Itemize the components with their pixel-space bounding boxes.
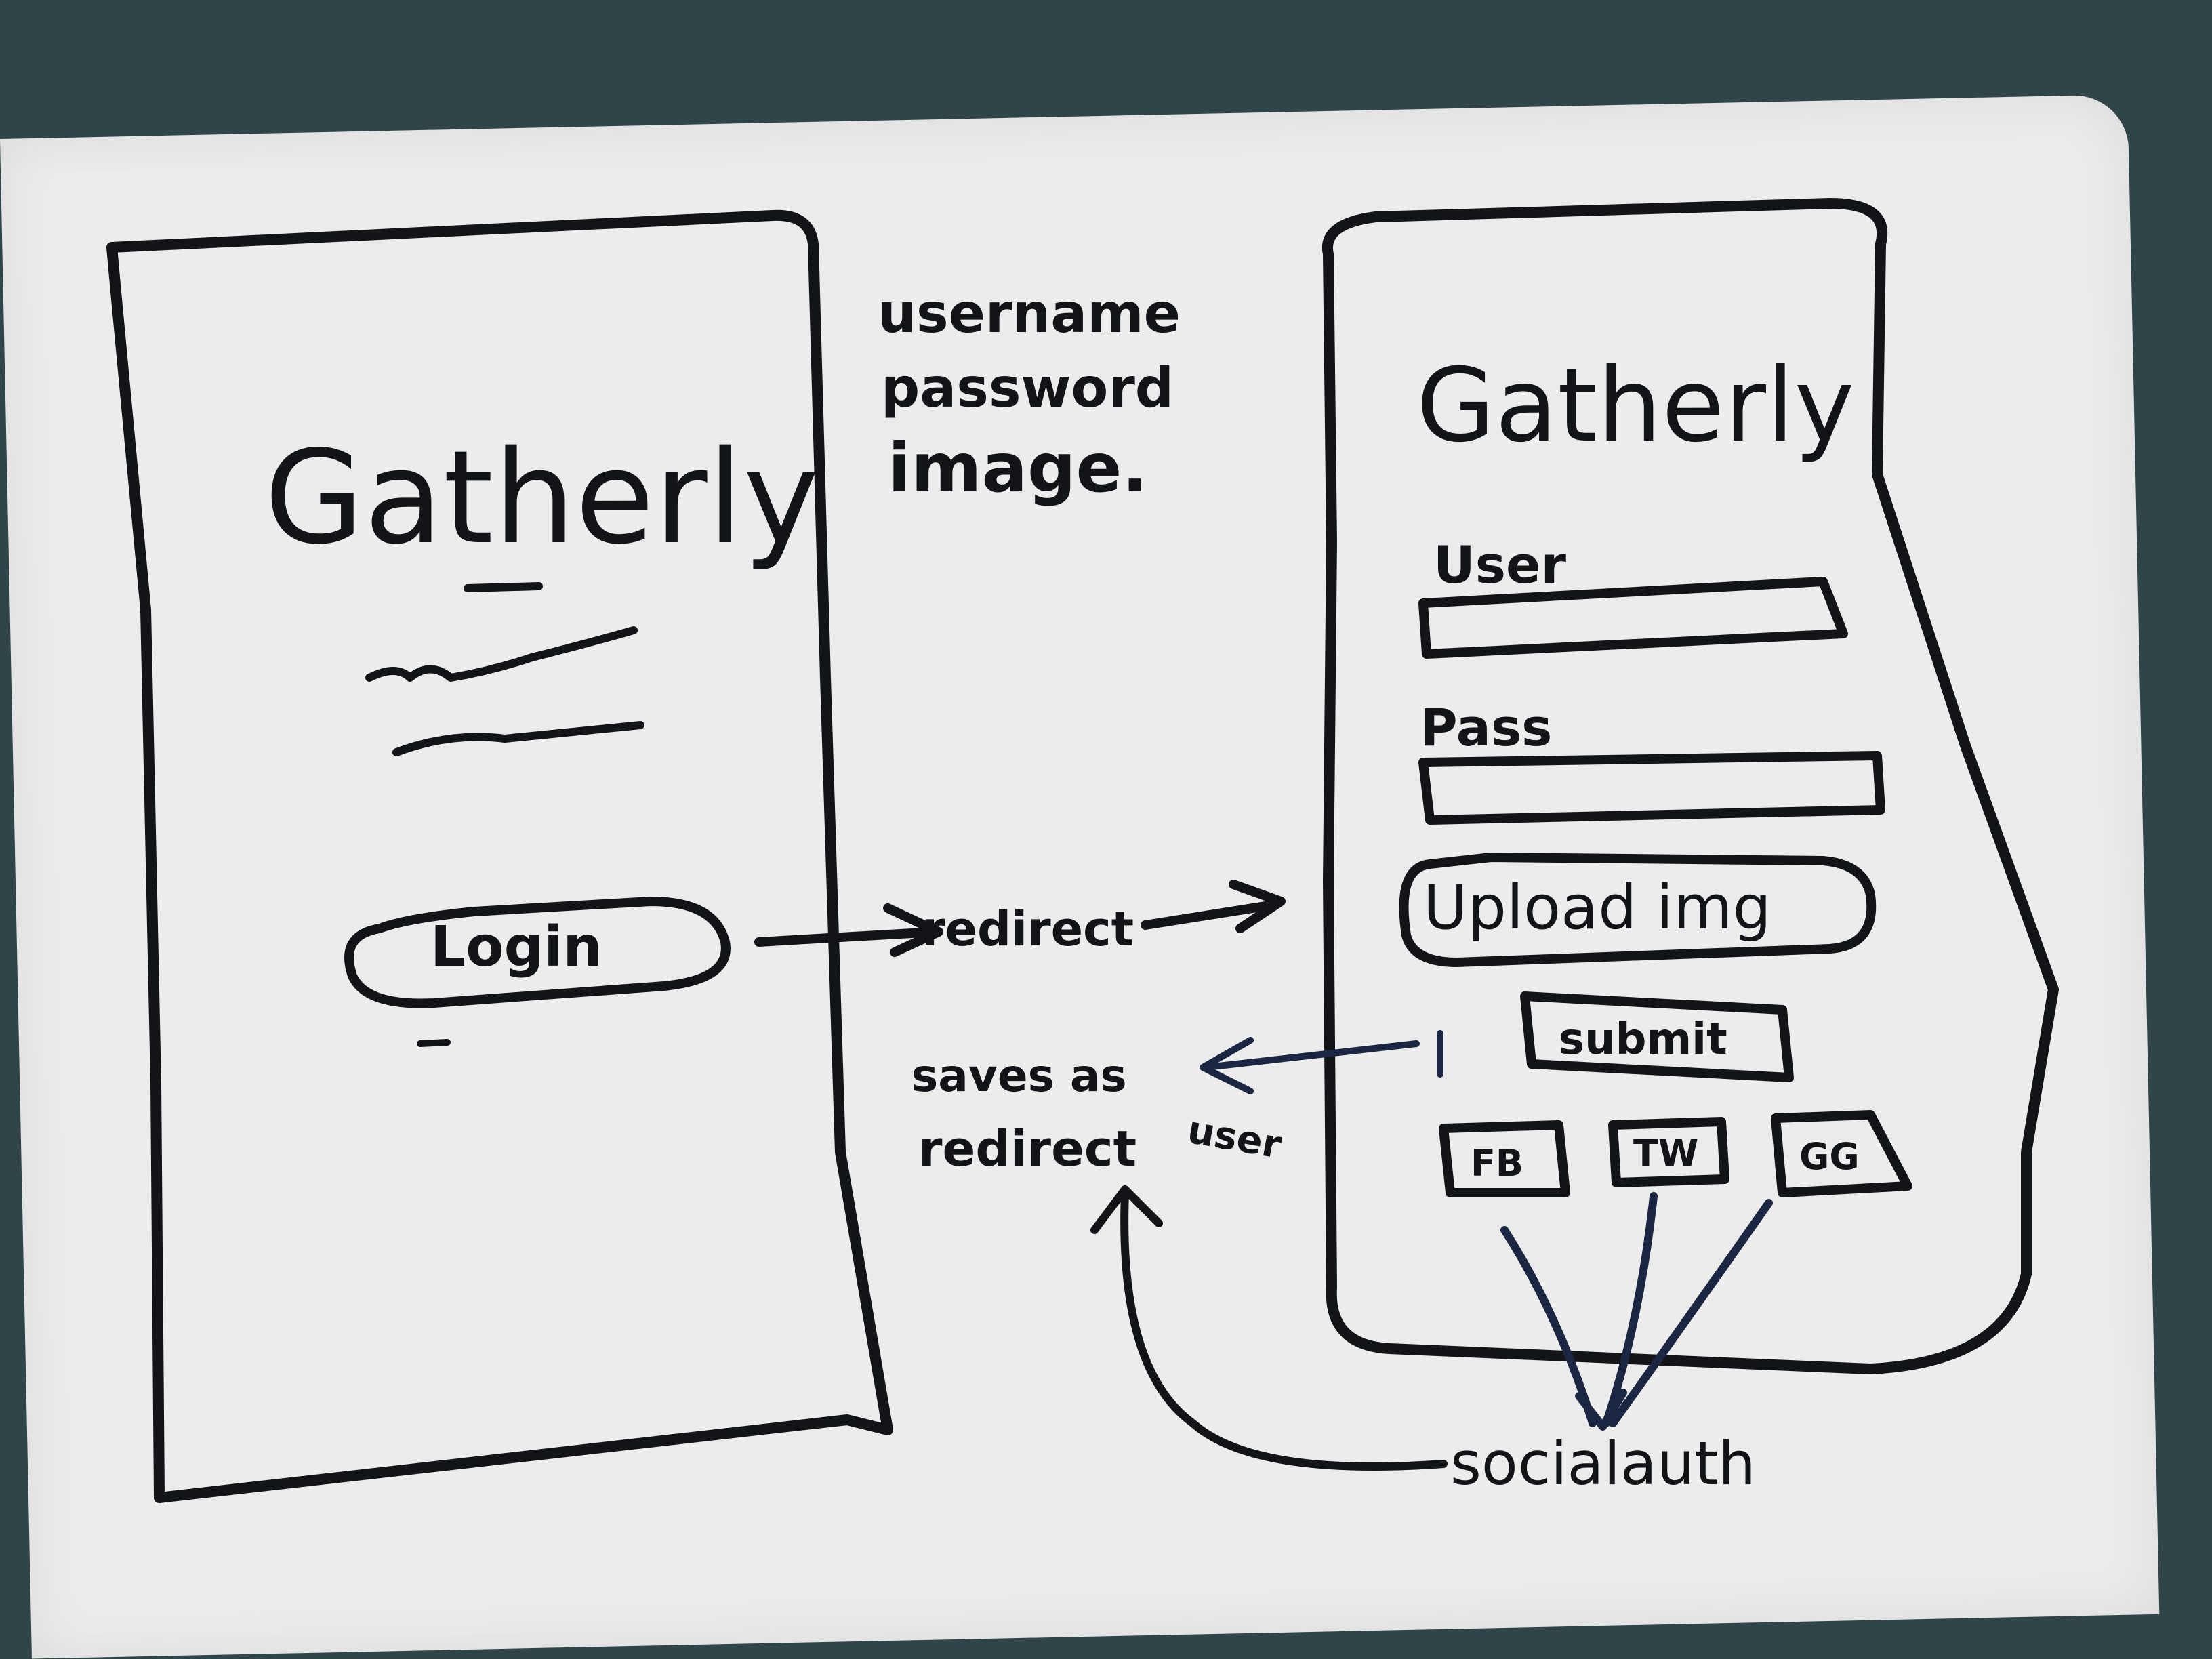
user-field-label: User: [1433, 535, 1566, 595]
submit-button[interactable]: [1520, 991, 1794, 1082]
social-button-gg-label: GG: [1799, 1135, 1860, 1178]
arrow-head: [1200, 1037, 1254, 1094]
arrow-head: [1090, 1185, 1163, 1234]
arrow-head: [1229, 880, 1286, 933]
note-password: password: [881, 356, 1174, 419]
left-screen-frame: [106, 209, 893, 1503]
arrow-head: [1575, 1389, 1627, 1431]
scribble-line: [392, 721, 644, 756]
note-username: username: [878, 282, 1181, 345]
field-notes: username password image.: [878, 282, 1181, 508]
saves-as-user-note: saves as user redirect: [912, 1050, 1285, 1177]
scribble-line: [417, 1039, 451, 1047]
pass-input[interactable]: [1418, 751, 1885, 825]
arrow-line: [1602, 1192, 1658, 1427]
arrow-line: [1609, 1199, 1773, 1427]
redirect-label: redirect: [922, 901, 1134, 957]
social-button-fb[interactable]: [1439, 1120, 1570, 1197]
social-button-tw[interactable]: [1608, 1117, 1729, 1187]
right-screen-frame: [1322, 198, 2059, 1374]
social-button-gg[interactable]: [1771, 1110, 1912, 1197]
arrow-line: [754, 927, 940, 947]
social-auth-label: socialauth: [1450, 1429, 1756, 1498]
upload-img-label: Upload img: [1423, 872, 1771, 943]
redirect-arrow: redirect: [754, 880, 1286, 957]
note-image: image.: [888, 428, 1147, 508]
saves-redirect-text: redirect: [918, 1120, 1136, 1177]
left-screen: Gatherly Login: [106, 209, 893, 1503]
saves-user-text: user: [1185, 1108, 1285, 1168]
user-input[interactable]: [1418, 577, 1848, 659]
upload-img-button[interactable]: [1399, 853, 1877, 967]
social-button-fb-label: FB: [1471, 1142, 1523, 1185]
left-app-title: Gatherly: [264, 423, 819, 573]
scribble-line: [464, 582, 543, 592]
submit-flow-arrow: [1200, 1030, 1443, 1094]
social-auth-flow: socialauth: [1090, 1185, 1773, 1498]
right-app-title: Gatherly: [1416, 347, 1854, 465]
login-button-label: Login: [430, 915, 602, 979]
arrow-head: [883, 903, 943, 957]
saves-as-text: saves as: [912, 1050, 1127, 1102]
scribble-line: [365, 626, 638, 682]
arrow-line: [1141, 900, 1279, 930]
pass-field-label: Pass: [1420, 697, 1552, 758]
arrow-line: [1203, 1040, 1420, 1071]
social-button-tw-label: TW: [1633, 1132, 1698, 1174]
submit-label: submit: [1559, 1015, 1727, 1065]
right-screen: Gatherly User Pass Upload img submit FB …: [1322, 198, 2059, 1374]
arrow-line: [1120, 1189, 1448, 1471]
login-button[interactable]: [344, 897, 731, 1008]
